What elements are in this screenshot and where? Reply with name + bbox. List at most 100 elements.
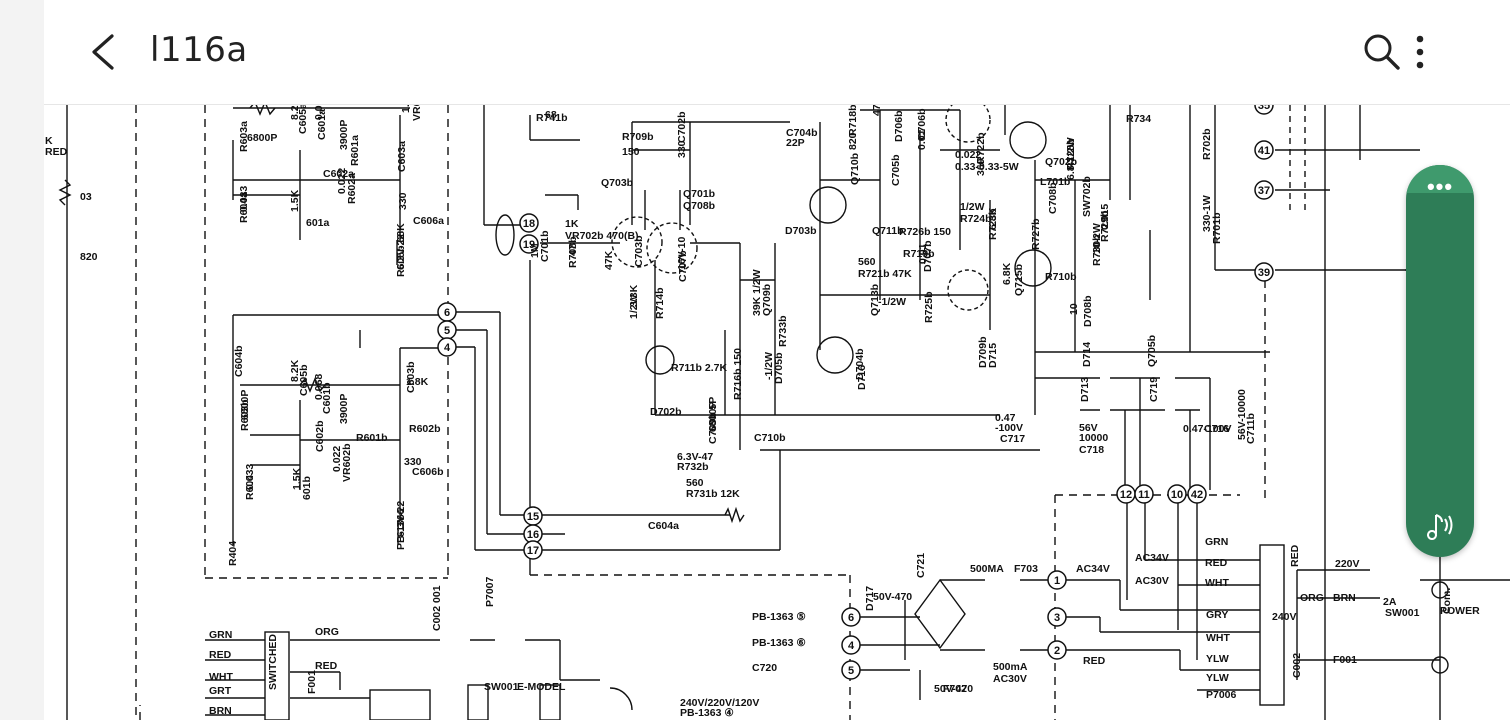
schematic-label: F702 (943, 683, 967, 695)
schematic-label: RED (1205, 557, 1228, 569)
schematic-label: C716 (1204, 423, 1229, 435)
schematic-label: 47 (567, 244, 579, 256)
search-button[interactable] (1358, 28, 1406, 76)
schematic-label: C702b (676, 111, 688, 143)
schematic-label: 6.3V-47 (677, 451, 713, 463)
schematic-label: D715 (987, 343, 999, 368)
connector-node: 11 (1134, 484, 1154, 504)
schematic-label: PB-1366 (395, 508, 407, 550)
schematic-label: R731b 12K (686, 488, 740, 500)
music-note-waves-icon[interactable] (1422, 507, 1458, 543)
schematic-label: 39K 1/2W (751, 269, 763, 316)
schematic-label: 220V (1335, 558, 1360, 570)
svg-text:5: 5 (444, 325, 450, 337)
schematic-label: P7006 (1206, 689, 1237, 701)
schematic-label: 0.01 (917, 243, 929, 264)
svg-text:39: 39 (1258, 267, 1270, 279)
schematic-label: RED (315, 660, 338, 672)
schematic-label: 0.47 (995, 412, 1016, 424)
schematic-label: D717 (864, 586, 876, 611)
schematic-label: SW001 (484, 681, 519, 693)
app-bar (44, 0, 1510, 105)
connector-node: 6 (841, 607, 861, 627)
schematic-label: 601b (301, 476, 313, 500)
schematic-label: C602b (314, 420, 326, 452)
schematic-label: 50V-470 (934, 683, 973, 695)
schematic-label: Q713b (869, 284, 881, 316)
schematic-label: D716 (856, 365, 868, 390)
schematic-label: C601a (316, 109, 328, 140)
connector-node: 18 (519, 213, 539, 233)
schematic-label: R741b (536, 112, 568, 124)
schematic-label: WHT (209, 671, 233, 683)
connector-node: 5 (437, 320, 457, 340)
schematic-label: ORG (315, 626, 339, 638)
schematic-label: 0.33-0.33-5W (955, 161, 1019, 173)
connector-node: 12 (1116, 484, 1136, 504)
schematic-label: 10-2W (1091, 223, 1103, 254)
schematic-label: R719b (903, 248, 935, 260)
svg-text:17: 17 (527, 545, 539, 557)
back-button[interactable] (82, 26, 130, 78)
schematic-label: C706b (916, 108, 928, 140)
schematic-label: Q702b (1045, 156, 1077, 168)
connector-node: 4 (437, 337, 457, 357)
connector-node: 17 (523, 540, 543, 560)
svg-text:18: 18 (523, 218, 535, 230)
schematic-label: R702b (1201, 128, 1213, 160)
schematic-label: R734 (1126, 113, 1151, 125)
schematic-label: R602a (346, 173, 358, 204)
schematic-label: 3.3K (628, 284, 640, 307)
schematic-label: BRN (209, 705, 232, 717)
schematic-label: 8.2K (289, 359, 301, 382)
schematic-label: PB-1363 ④ (680, 707, 734, 719)
schematic-label: Q711b (872, 225, 904, 237)
schematic-label: C605b (298, 364, 310, 396)
svg-text:19: 19 (523, 239, 535, 251)
schematic-label: D704b (854, 348, 866, 380)
connector-node: 5 (841, 660, 861, 680)
schematic-label: WHT (1205, 577, 1229, 589)
schematic-label: PB-1363 ⑤ (752, 611, 806, 623)
schematic-label: 1K (565, 218, 579, 230)
svg-text:41: 41 (1258, 145, 1270, 157)
schematic-label: C605a (297, 105, 309, 134)
more-options-button[interactable] (1400, 28, 1440, 76)
schematic-label: D714 (1081, 342, 1093, 367)
schematic-label: 150 (622, 146, 640, 158)
schematic-label: P7007 (484, 576, 496, 607)
schematic-label: C701b (539, 230, 551, 262)
schematic-label: 1.5K (289, 189, 301, 212)
connector-node: 1 (1047, 570, 1067, 590)
connector-node: 4 (841, 635, 861, 655)
connector-node: 39 (1254, 262, 1274, 282)
schematic-label: C002 001 (431, 585, 443, 631)
schematic-label: 1/2W (960, 201, 985, 213)
schematic-label: C606b (412, 466, 444, 478)
panel-handle[interactable] (1406, 165, 1474, 193)
schematic-label: 500MA (970, 563, 1004, 575)
schematic-label: -1/2W (763, 352, 775, 380)
svg-text:6: 6 (848, 612, 854, 624)
schematic-label: E-MODEL (517, 681, 566, 693)
schematic-label: 330 (676, 140, 688, 158)
connector-node: 2 (1047, 640, 1067, 660)
schematic-label: SWITCHED (267, 634, 279, 690)
more-horiz-icon[interactable]: ••• (1426, 174, 1454, 199)
connector-node: 35 (1254, 105, 1274, 115)
left-edge-strip (0, 0, 44, 720)
schematic-label: 0.01 (916, 129, 928, 150)
svg-text:1: 1 (1054, 575, 1060, 587)
schematic-label: C721 (915, 553, 927, 578)
schematic-label: 6.8K (1001, 262, 1013, 285)
schematic-label: R709b (622, 131, 654, 143)
schematic-label: GRT (209, 685, 232, 697)
schematic-label: VR602a (411, 105, 423, 121)
chevron-left-icon (92, 34, 114, 70)
schematic-label: C718 (1079, 444, 1104, 456)
schematic-label: VR702b 470(B) (565, 230, 639, 242)
schematic-label: R601b (356, 432, 388, 444)
text-to-speech-panel[interactable]: ••• (1406, 165, 1474, 557)
svg-text:35: 35 (1258, 105, 1270, 112)
